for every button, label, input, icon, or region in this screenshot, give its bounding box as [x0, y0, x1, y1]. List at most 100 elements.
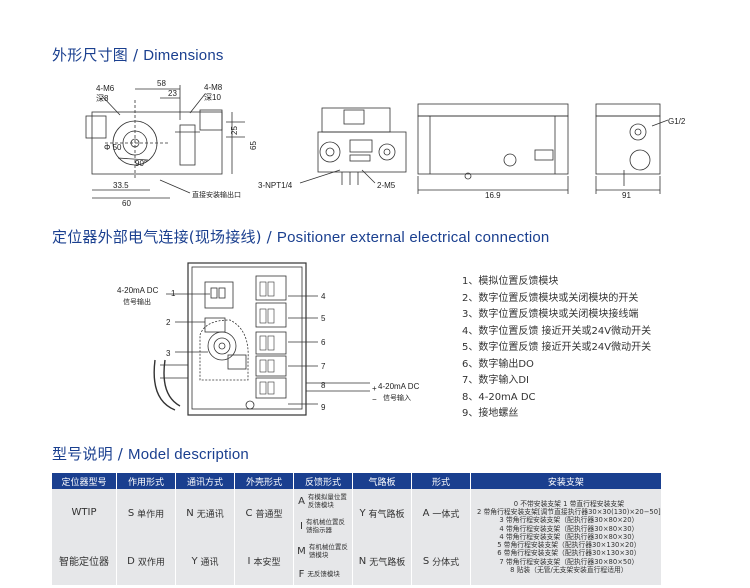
- option-label: 单作用: [137, 509, 165, 520]
- option-label: 有模拟量位置反馈模块: [307, 493, 347, 509]
- signal-output-line2: 信号输出: [123, 297, 151, 306]
- dim-58: 58: [157, 79, 166, 88]
- wiring-num-7: 7: [321, 362, 326, 371]
- title-separator: /: [112, 445, 129, 463]
- dim-bracket-label: 直接安装输出口: [192, 190, 241, 199]
- dim-25: 25: [230, 126, 239, 135]
- dim-16-9: 16.9: [485, 191, 501, 200]
- mount-option: 4 带角行程安装支架（配执行器30×80×30）: [499, 524, 639, 533]
- option-code: N: [358, 555, 367, 567]
- dim-23: 23: [168, 89, 177, 98]
- dim-33-5: 33.5: [113, 181, 129, 190]
- option-label: 无通讯: [196, 509, 224, 520]
- option-label: 本安型: [253, 557, 281, 568]
- option-code: A: [422, 507, 430, 519]
- table-header-row: 定位器型号 作用形式 通讯方式 外壳形式 反馈形式 气路板 形式 安装支架: [52, 473, 662, 489]
- dimensions-title-en: Dimensions: [143, 47, 224, 64]
- wiring-num-8: 8: [321, 381, 326, 390]
- wiring-num-9: 9: [321, 403, 326, 412]
- option-label: 有机械位置反馈模块: [308, 543, 348, 559]
- option-code: S: [127, 507, 135, 519]
- model-title: 型号说明 / Model description: [52, 443, 249, 464]
- model-title-cn: 型号说明: [52, 445, 113, 463]
- connection-title-en: Positioner external electrical connectio…: [276, 229, 550, 246]
- header-action: 作用形式: [116, 473, 176, 489]
- option-label: 通讯: [200, 557, 219, 568]
- plus-sign: +: [372, 384, 377, 393]
- dim-m8-depth: 深10: [204, 93, 221, 102]
- option-code: Y: [191, 555, 198, 567]
- option-code: N: [186, 507, 194, 519]
- dim-m8: 4-M8: [204, 83, 223, 92]
- model-name: WTIP: [71, 506, 97, 518]
- minus-sign: −: [372, 395, 377, 404]
- dimensions-title: 外形尺寸图 / Dimensions: [52, 44, 224, 65]
- mount-option: 5 带角行程安装支架（配执行器30×130×20）: [497, 541, 641, 550]
- model-title-en: Model description: [128, 446, 249, 463]
- option-code: F: [298, 569, 305, 580]
- mount-option: 7 带角行程安装支架（配执行器30×80×50）: [499, 557, 639, 566]
- connection-title: 定位器外部电气连接(现场接线) / Positioner external el…: [52, 226, 549, 247]
- header-form: 形式: [411, 473, 471, 489]
- dim-m6: 4-M6: [96, 84, 115, 93]
- connection-title-cn: 定位器外部电气连接(现场接线): [52, 228, 262, 246]
- legend-item: 4、数字位置反馈 接近开关或24V微动开关: [462, 325, 652, 337]
- mount-option: 4 带角行程安装支架（配执行器30×80×30）: [499, 532, 639, 541]
- dim-g12: G1/2: [668, 117, 686, 126]
- option-label: 无反馈模块: [307, 569, 340, 578]
- dim-m5: 2-M5: [377, 181, 396, 190]
- option-code: S: [422, 555, 430, 567]
- dim-60: 60: [122, 199, 131, 208]
- legend-item: 8、4-20mA DC: [462, 391, 536, 403]
- mount-option: 6 带角行程安装支架（配执行器30×130×30）: [497, 549, 641, 558]
- legend-item: 9、接地螺丝: [462, 408, 519, 419]
- header-feedback: 反馈形式: [293, 473, 353, 489]
- header-mount: 安装支架: [470, 473, 662, 489]
- dimensions-title-cn: 外形尺寸图: [52, 46, 129, 64]
- header-air: 气路板: [352, 473, 412, 489]
- option-label: 双作用: [137, 557, 165, 568]
- dim-angle: 90°: [135, 159, 147, 168]
- option-label: 有气路板: [368, 509, 405, 520]
- side-view-drawing: [299, 107, 407, 185]
- option-code: D: [127, 555, 135, 567]
- model-table: 定位器型号 作用形式 通讯方式 外壳形式 反馈形式 气路板 形式 安装支架 WT…: [52, 473, 662, 586]
- wiring-diagram: [153, 262, 370, 416]
- option-label: 分体式: [432, 557, 460, 568]
- mount-option: 2 带角行程安装支架[调节直接执行器30×30(130)×20−50]: [477, 508, 661, 517]
- mount-option: 3 带角行程安装支架（配执行器30×80×20）: [499, 516, 639, 525]
- option-label: 普通型: [255, 509, 283, 520]
- wiring-num-5: 5: [321, 314, 326, 323]
- option-label: 有机械位置反馈指示器: [305, 518, 345, 534]
- dim-91: 91: [622, 191, 631, 200]
- option-code: M: [297, 546, 306, 557]
- option-label: 一体式: [432, 509, 460, 520]
- dim-m6-depth: 深8: [96, 94, 109, 103]
- wiring-num-4: 4: [321, 292, 326, 301]
- mount-option: 8 贴装（无管/无支架安装直行程适用）: [510, 565, 628, 574]
- mount-cell: 0 不带安装支架 1 带直行程安装支架 2 带角行程安装支架[调节直接执行器30…: [470, 489, 662, 586]
- legend-item: 1、模拟位置反馈模块: [462, 276, 559, 287]
- option-code: Y: [359, 507, 366, 519]
- wiring-num-6: 6: [321, 338, 326, 347]
- dim-dia50: Φ 50: [104, 143, 122, 152]
- title-separator: /: [261, 228, 277, 246]
- wiring-legend: 1、模拟位置反馈模块 2、数字位置反馈模块或关闭模块的开关 3、数字位置反馈模块…: [462, 274, 651, 423]
- header-model: 定位器型号: [52, 473, 117, 489]
- option-code: A: [298, 496, 305, 507]
